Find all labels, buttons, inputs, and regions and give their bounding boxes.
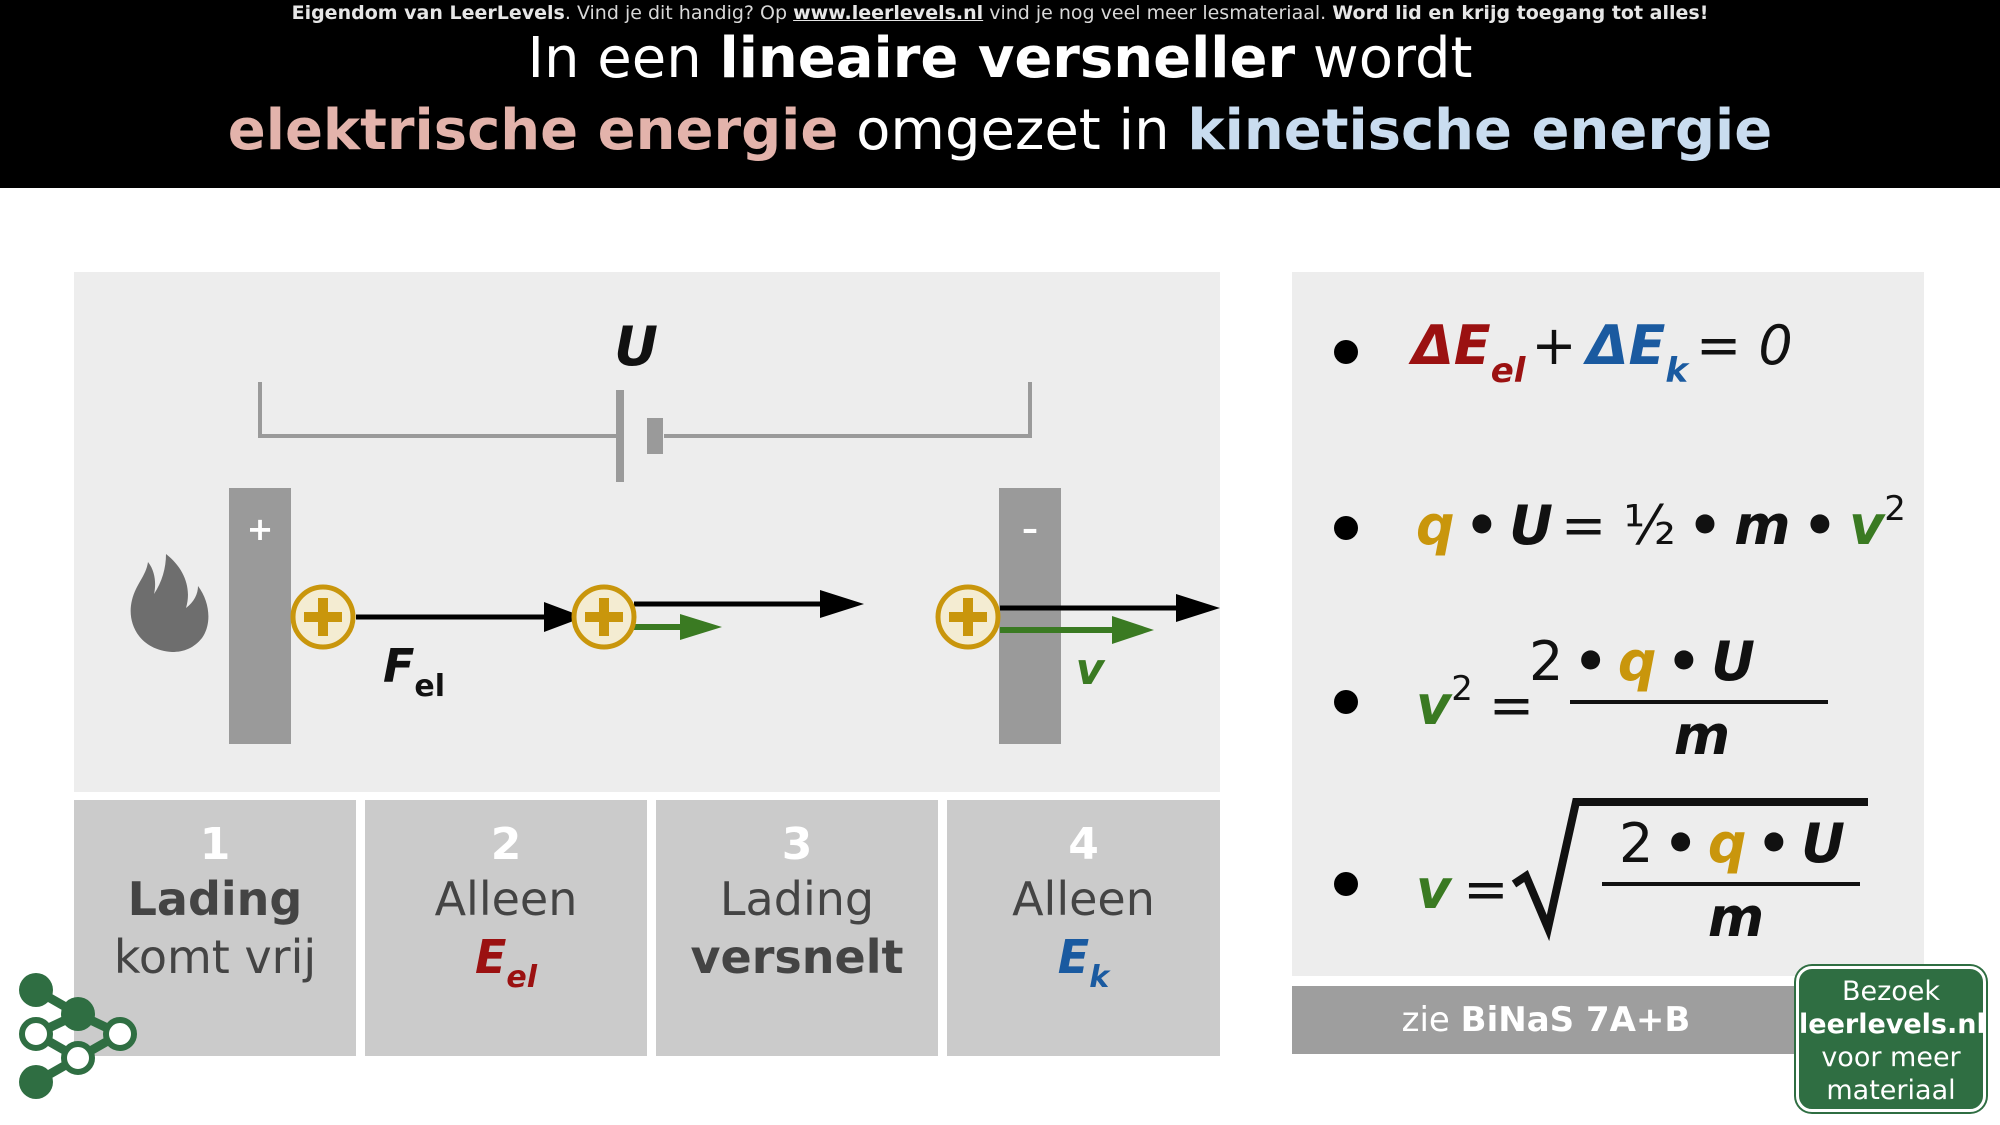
accelerator-diagram: U + – Fel: [130, 315, 1220, 744]
step-line-2: Eel: [474, 930, 538, 995]
formula-list: ΔEel+ΔEk= 0 q•U= ½•m•v2 v2= 2•q•U m v= 2…: [1334, 314, 1906, 949]
battery-short-plate: [647, 418, 663, 454]
negative-plate: [999, 488, 1061, 744]
minus-sign: –: [1022, 510, 1038, 548]
step-4: 4 Alleen Ek: [947, 800, 1220, 1056]
binas-reference: zie BiNaS 7A+B: [1292, 986, 1800, 1054]
visit-line-2: leerlevels.nl: [1799, 1009, 1986, 1040]
circuit-wire-left: [258, 382, 618, 438]
leerlevels-logo-icon: [19, 973, 137, 1099]
bullet-1: [1334, 340, 1358, 364]
step-line-2: versnelt: [690, 930, 904, 984]
voltage-label: U: [614, 315, 658, 378]
force-label: Fel: [383, 639, 445, 704]
positive-plate: [229, 488, 291, 744]
circuit-wire-right: [664, 382, 1032, 438]
formula-panel: ΔEel+ΔEk= 0 q•U= ½•m•v2 v2= 2•q•U m v= 2…: [1292, 272, 1924, 976]
title-line-1: In een lineaire versneller wordt: [527, 26, 1473, 91]
visit-line-4: materiaal: [1826, 1075, 1956, 1106]
velocity-label: v: [1076, 644, 1106, 695]
formula-v-squared: v2=: [1416, 669, 1534, 737]
force-subscript: el: [414, 669, 445, 704]
formula-v-squared-numerator: 2•q•U: [1529, 630, 1755, 693]
step-2: 2 Alleen Eel: [365, 800, 647, 1056]
title-line-2: elektrische energie omgezet in kinetisch…: [227, 98, 1773, 163]
flame-icon: [130, 554, 209, 652]
bullet-2: [1334, 516, 1358, 540]
step-line-1: Lading: [719, 872, 875, 926]
header-banner: Eigendom van LeerLevels. Vind je dit han…: [0, 0, 2000, 188]
charge-3: [935, 584, 1001, 650]
step-line-2: komt vrij: [113, 930, 317, 984]
step-line-1: Alleen: [1012, 872, 1155, 926]
bullet-4: [1334, 872, 1358, 896]
force-arrow-head: [544, 602, 584, 632]
velocity-arrow-3-head: [1112, 616, 1154, 644]
visit-line-3: voor meer: [1821, 1042, 1961, 1073]
formula-qu-equals-kinetic: q•U= ½•m•v2: [1416, 489, 1906, 557]
formula-v-numerator: 2•q•U: [1619, 812, 1845, 875]
force-arrow-3-head: [1176, 594, 1220, 622]
step-number: 3: [781, 819, 813, 870]
charge-2: [571, 584, 637, 650]
velocity-arrow-2-head: [680, 614, 722, 640]
step-1: 1 Lading komt vrij: [74, 800, 356, 1056]
formula-v-denominator: m: [1708, 886, 1764, 949]
formula-v-squared-denominator: m: [1674, 704, 1730, 767]
step-line-1: Lading: [127, 872, 303, 926]
visit-line-1: Bezoek: [1841, 976, 1941, 1007]
step-number: 1: [199, 819, 231, 870]
formula-energy-conservation: ΔEel+ΔEk= 0: [1408, 314, 1793, 391]
step-number: 4: [1068, 819, 1099, 870]
step-line-1: Alleen: [434, 872, 578, 926]
square-root-sign: [1511, 798, 1868, 942]
plus-sign: +: [247, 510, 274, 548]
formula-v: v=: [1416, 858, 1508, 921]
step-number: 2: [490, 819, 522, 870]
accelerator-diagram-panel: U + – Fel: [74, 272, 1220, 792]
force-arrow-2-head: [820, 590, 864, 618]
visit-leerlevels-button[interactable]: Bezoek leerlevels.nl voor meer materiaal: [1796, 966, 1986, 1112]
step-line-2: Ek: [1057, 930, 1110, 995]
website-link[interactable]: www.leerlevels.nl: [793, 2, 984, 24]
bullet-3: [1334, 690, 1358, 714]
ownership-notice: Eigendom van LeerLevels. Vind je dit han…: [291, 2, 1709, 24]
charge-1: [290, 584, 356, 650]
battery-long-plate: [616, 390, 624, 482]
step-3: 3 Lading versnelt: [656, 800, 938, 1056]
